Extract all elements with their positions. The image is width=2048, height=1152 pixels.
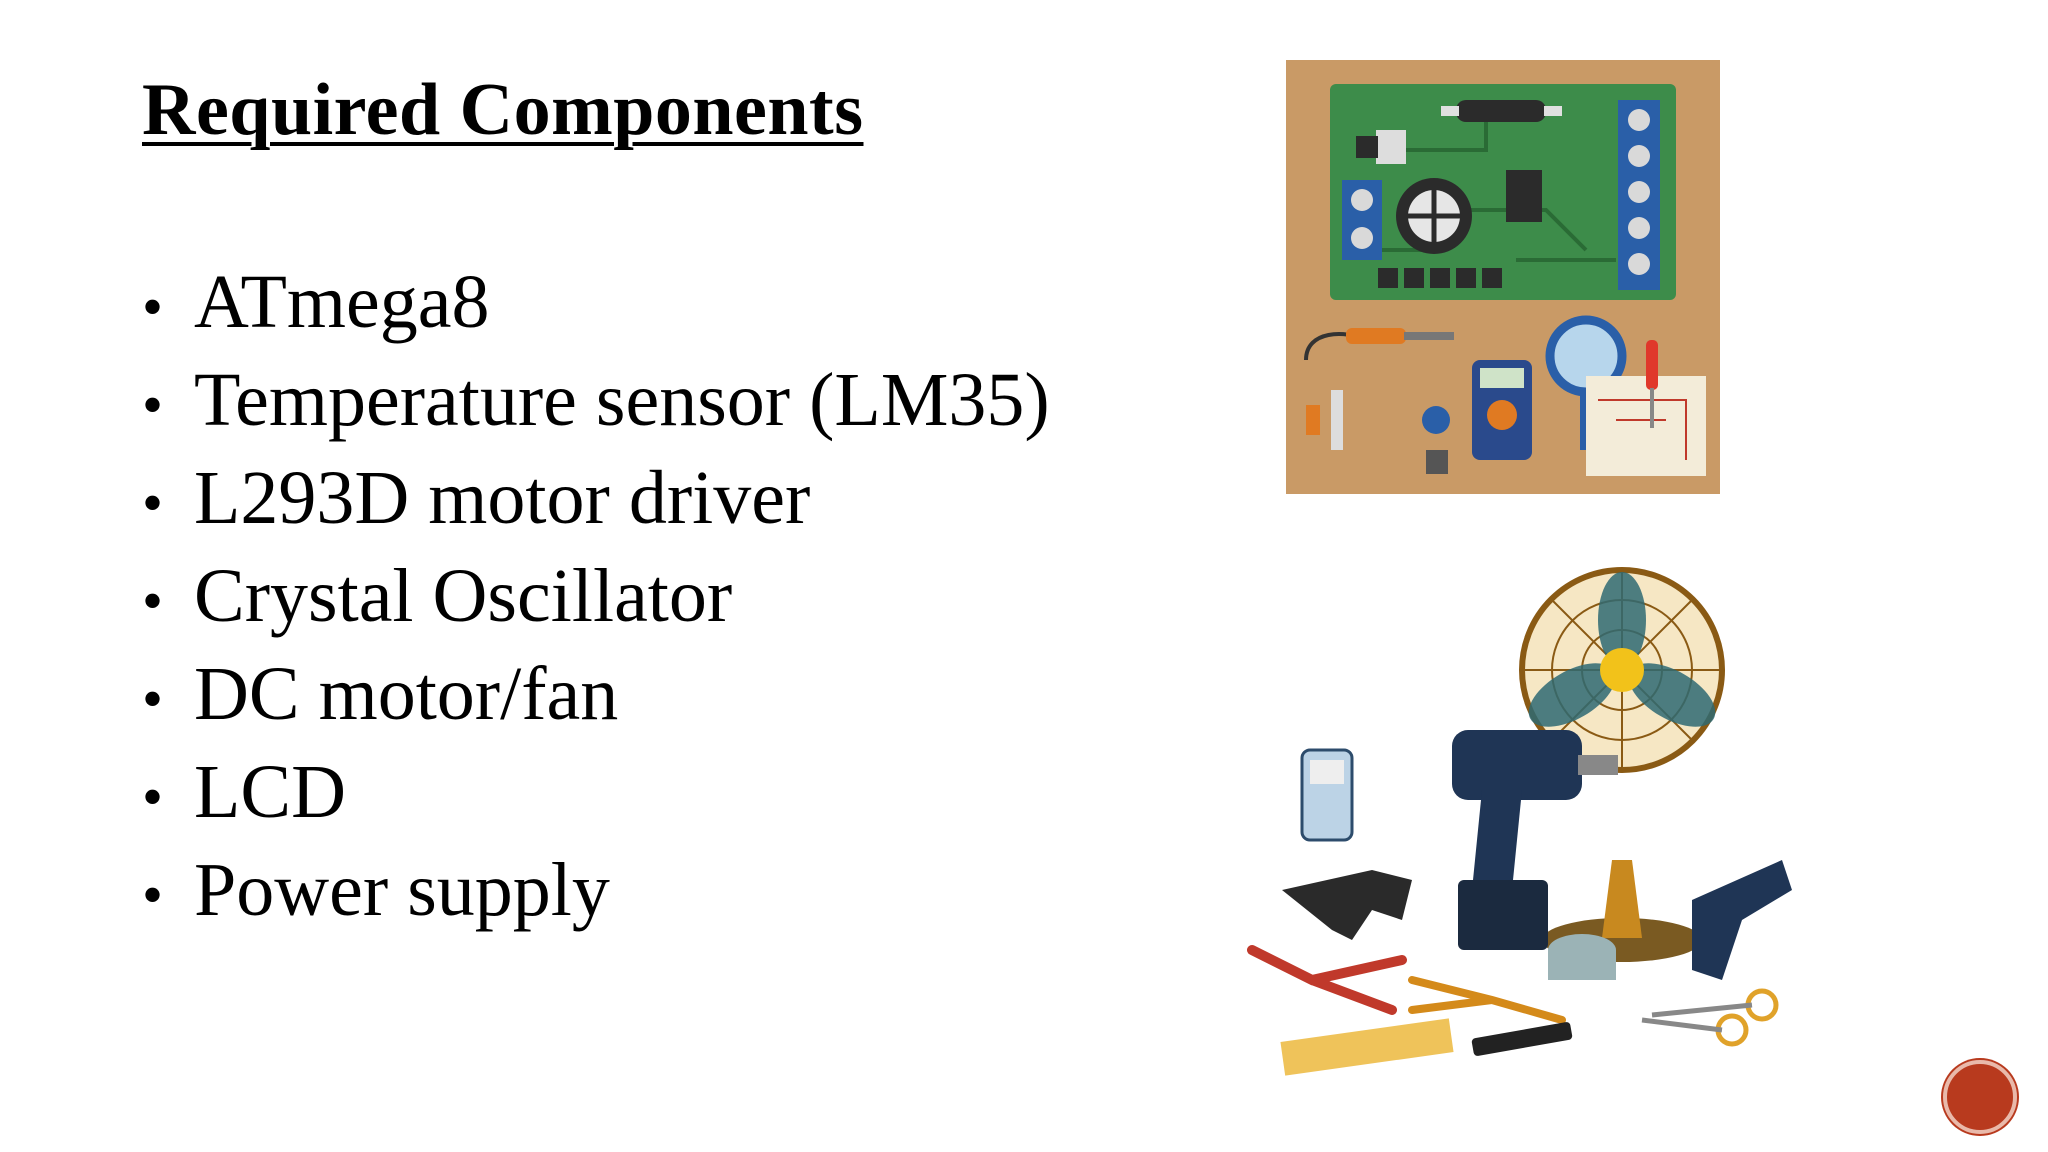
bullet-icon: • [142, 666, 164, 732]
list-item-text: Crystal Oscillator [194, 554, 733, 638]
list-item-text: L293D motor driver [194, 456, 811, 540]
bullet-icon: • [142, 862, 164, 928]
list-item-text: LCD [194, 750, 346, 834]
list-item: • L293D motor driver [142, 452, 1050, 550]
list-item: • Power supply [142, 844, 1050, 942]
list-item: • DC motor/fan [142, 648, 1050, 746]
component-list: • ATmega8 • Temperature sensor (LM35) • L29… [142, 256, 1050, 942]
list-item-text: ATmega8 [194, 260, 490, 344]
list-item-text: Power supply [194, 848, 610, 932]
electronics-workbench-image [1286, 60, 1720, 494]
bullet-icon: • [142, 470, 164, 536]
bullet-icon: • [142, 372, 164, 438]
list-item: • Crystal Oscillator [142, 550, 1050, 648]
slide-title: Required Components [142, 69, 864, 151]
fan-tools-image [1247, 567, 1792, 1076]
bullet-icon: • [142, 764, 164, 830]
list-item-text: Temperature sensor (LM35) [194, 358, 1050, 442]
slide-nav-button[interactable] [1943, 1060, 2017, 1134]
bullet-icon: • [142, 274, 164, 340]
list-item-text: DC motor/fan [194, 652, 619, 736]
list-item: • Temperature sensor (LM35) [142, 354, 1050, 452]
list-item: • LCD [142, 746, 1050, 844]
bullet-icon: • [142, 568, 164, 634]
list-item: • ATmega8 [142, 256, 1050, 354]
